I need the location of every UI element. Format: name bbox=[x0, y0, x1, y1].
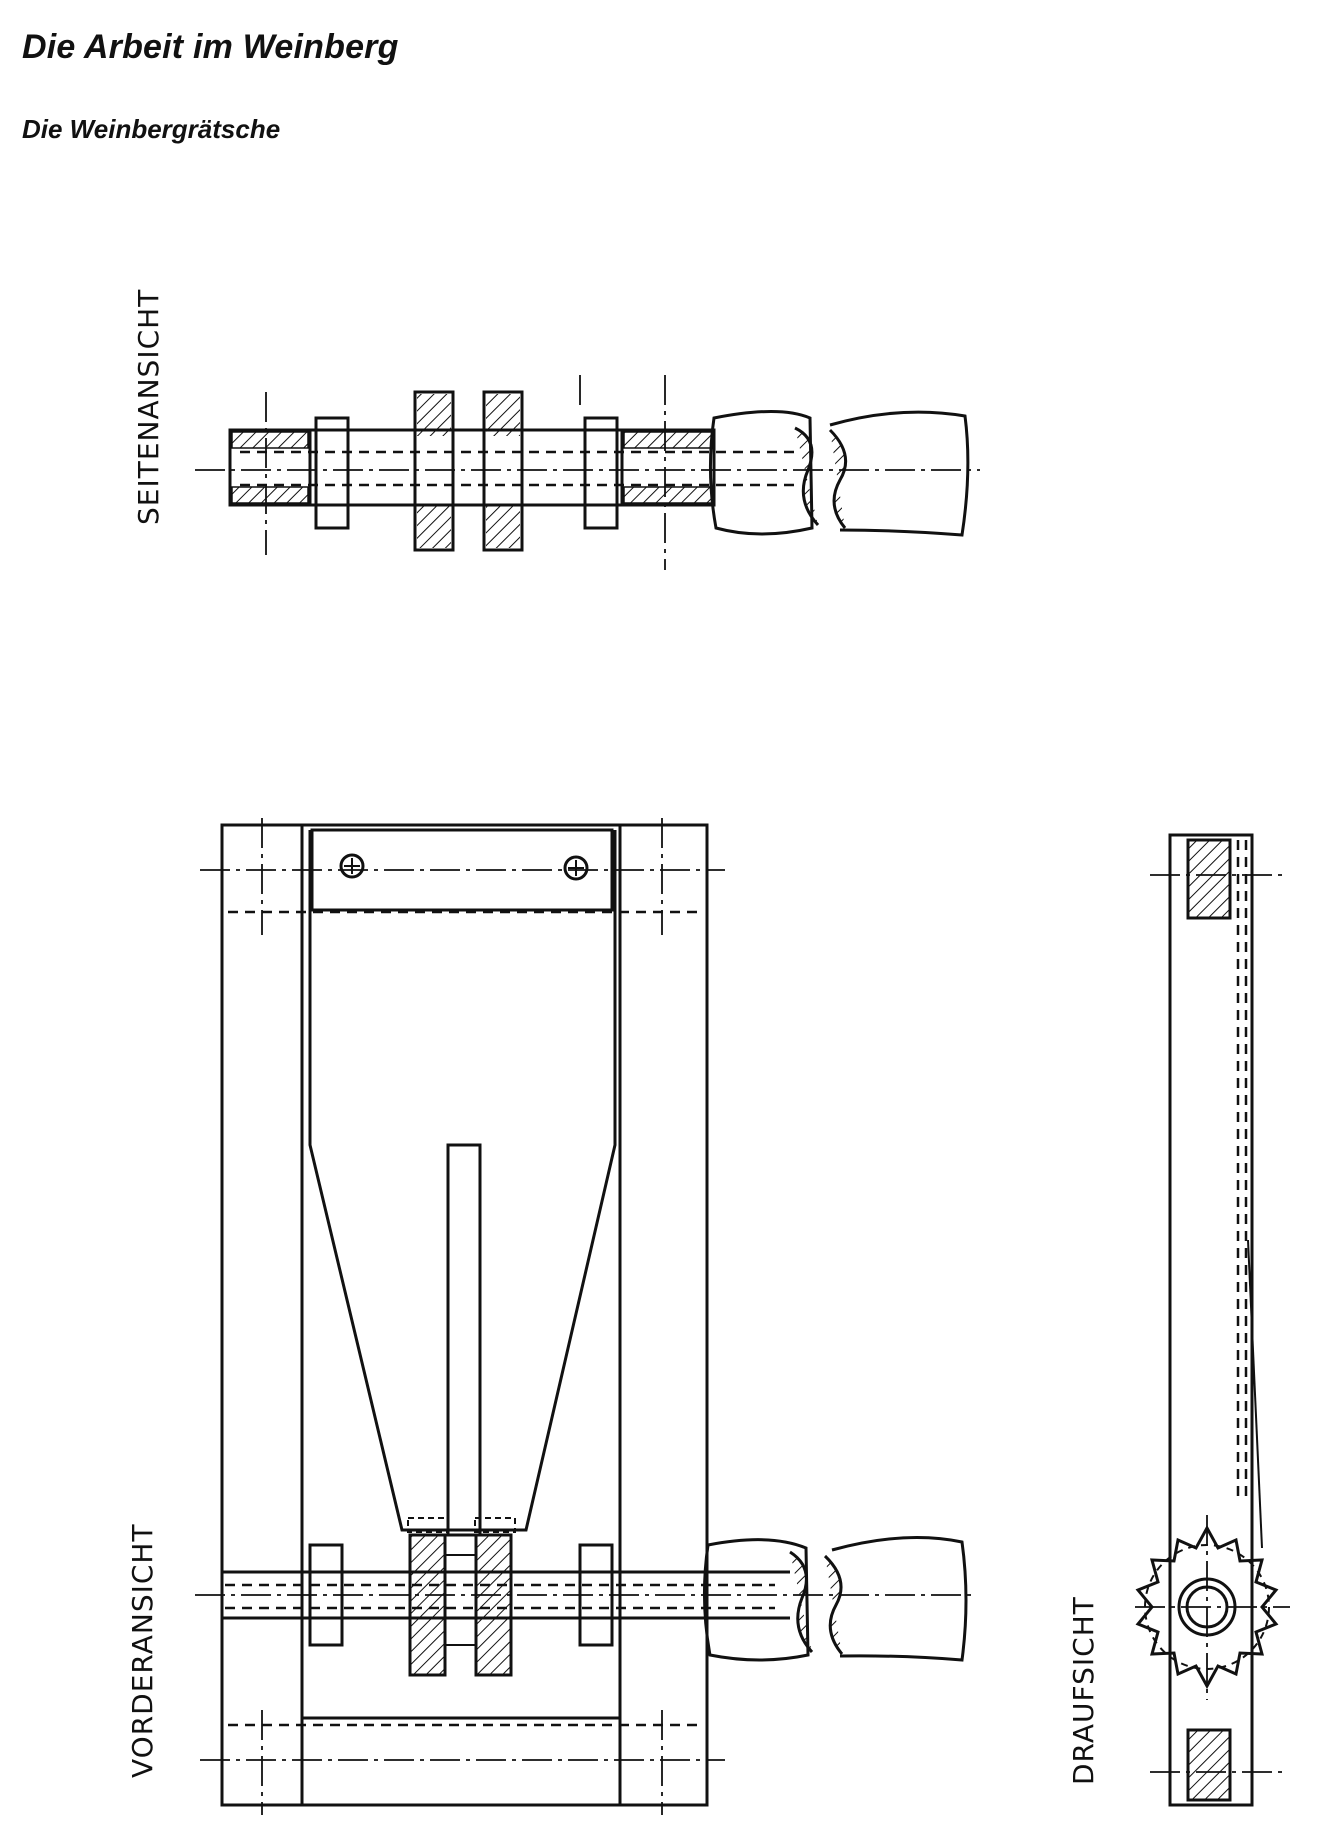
front-view-center-lines bbox=[195, 818, 975, 1815]
front-view-slot bbox=[446, 1143, 482, 1537]
front-view-gear-left bbox=[408, 1533, 447, 1677]
side-view-hub bbox=[228, 428, 716, 507]
page-subtitle: Die Weinbergrätsche bbox=[22, 114, 281, 144]
top-view-gear-wheel bbox=[1135, 1524, 1279, 1690]
front-view-handle bbox=[702, 1536, 968, 1662]
screw-icon bbox=[339, 853, 365, 879]
front-view-blade bbox=[308, 830, 617, 1532]
side-view-handle bbox=[708, 410, 970, 537]
side-view-gear-right bbox=[482, 390, 524, 552]
screw-icon bbox=[563, 855, 589, 881]
front-view-drawing bbox=[195, 818, 975, 1815]
top-view-center-lines bbox=[1135, 874, 1290, 1773]
side-view-center-lines bbox=[195, 375, 980, 570]
side-view-gear-left bbox=[413, 390, 455, 552]
top-view-section-bottom bbox=[1186, 1728, 1232, 1802]
side-view-hidden-lines bbox=[240, 450, 800, 487]
top-view-section-top bbox=[1186, 838, 1232, 920]
front-view-frame bbox=[220, 823, 709, 1807]
top-view-drawing bbox=[1135, 833, 1290, 1807]
page-title: Die Arbeit im Weinberg bbox=[22, 28, 399, 66]
side-view-spacer-left bbox=[314, 416, 350, 530]
side-view-drawing bbox=[195, 375, 980, 570]
front-view-gear-right bbox=[474, 1533, 513, 1677]
side-view-spacer-right bbox=[583, 416, 619, 530]
